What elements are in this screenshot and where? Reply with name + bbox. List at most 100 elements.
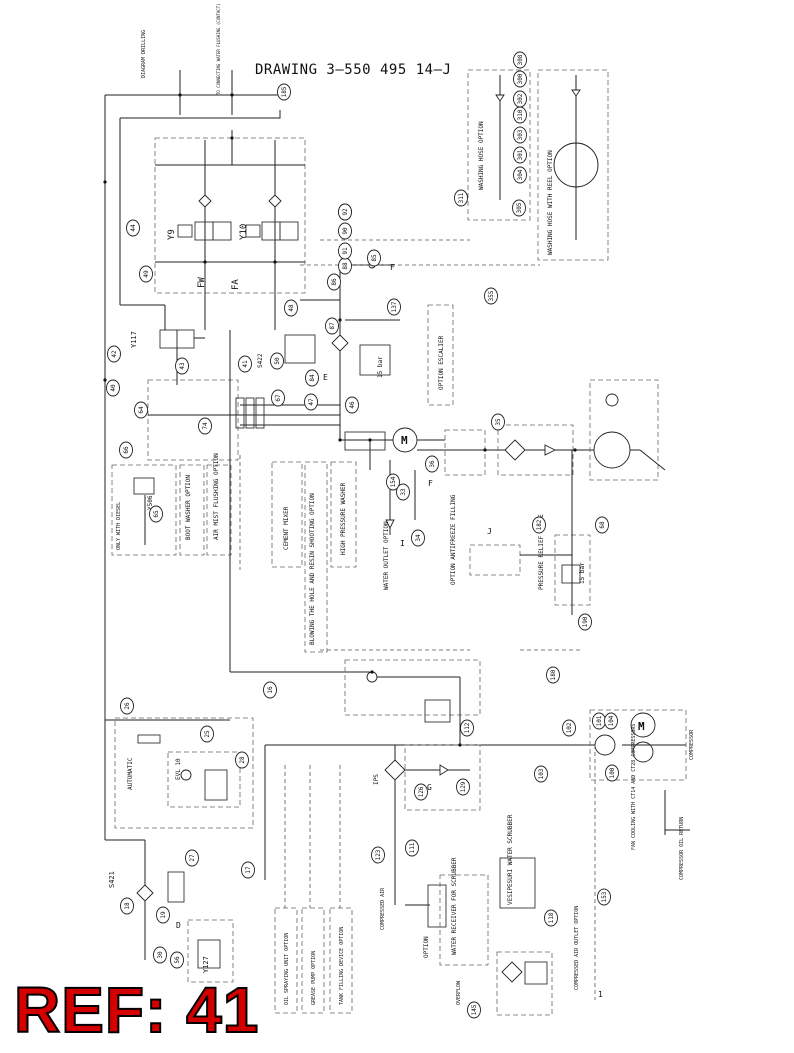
text-vesipesuri: VESIPESURI WATER SCRUBBER	[507, 814, 514, 905]
callout-circle	[534, 765, 548, 783]
callout-number: 48	[288, 304, 295, 312]
callout-number: 25	[204, 730, 211, 738]
callout-circle	[460, 719, 474, 737]
callout-circle	[411, 529, 425, 547]
label-f-mid: F	[428, 479, 433, 488]
callout-circle	[454, 189, 468, 207]
callout-number: 123	[375, 849, 382, 860]
label-ips: IPS	[373, 774, 380, 785]
callout-circle	[338, 222, 352, 240]
callout-number: 17	[245, 866, 252, 874]
callout-circle	[170, 951, 184, 969]
text-option-low: OPTION	[423, 936, 430, 958]
callout-circle	[405, 839, 419, 857]
callout-number: 137	[391, 301, 398, 312]
callout-number: 74	[202, 422, 209, 430]
label-g-upper: G	[427, 783, 432, 792]
label-y117: Y117	[130, 331, 138, 348]
callout-number: 42	[111, 350, 118, 358]
callout-number: 154	[390, 476, 397, 487]
callout-number: 27	[189, 854, 196, 862]
top-supply-lines	[103, 70, 281, 720]
callout-number: 182	[536, 519, 543, 530]
callout-circle	[371, 846, 385, 864]
text-drilling: DIAGRAM DRILLING	[141, 30, 147, 78]
valve-block-y9-y10	[154, 130, 306, 330]
callout-number: 153	[601, 891, 608, 902]
label-y9: Y9	[167, 229, 177, 240]
callout-number: 180	[550, 669, 557, 680]
callout-number: 50	[274, 357, 281, 365]
callout-circle	[338, 242, 352, 260]
callout-circle	[277, 83, 291, 101]
callout-number: 100	[609, 767, 616, 778]
callout-number: 118	[548, 912, 555, 923]
callout-circle	[562, 719, 576, 737]
water-outlet-group	[385, 450, 591, 615]
callout-circle	[345, 396, 359, 414]
label-s421: S421	[108, 871, 116, 888]
callout-number: 41	[242, 360, 249, 368]
callout-circle	[605, 764, 619, 782]
label-15bar-a: 15 bar	[377, 356, 384, 378]
callout-number: 87	[329, 322, 336, 330]
callout-number: 300	[517, 73, 524, 84]
label-fw: FW	[197, 277, 207, 288]
ref-label: REF: 41	[13, 974, 260, 1046]
callout-circle	[414, 783, 428, 801]
callout-circle	[513, 51, 527, 69]
callout-number: 49	[143, 270, 150, 278]
callout-circle	[367, 249, 381, 267]
callout-number: 185	[281, 86, 288, 97]
callout-circle	[107, 345, 121, 363]
callout-circle	[120, 697, 134, 715]
callout-bubbles: 1854449484241404374646665674750848687858…	[106, 51, 619, 1019]
callout-number: 64	[138, 406, 145, 414]
label-s422: S422	[257, 353, 264, 368]
callout-circle	[604, 712, 618, 730]
callout-circle	[153, 946, 167, 964]
callout-circle	[578, 613, 592, 631]
text-automatic: AUTOMATIC	[127, 757, 134, 790]
callout-number: 84	[309, 374, 316, 382]
callout-circle	[175, 357, 189, 375]
text-washing-hose: WASHING HOSE OPTION	[478, 121, 485, 190]
text-washing-hose-reel: WASHING HOSE WITH REEL OPTION	[547, 150, 554, 255]
callout-circle	[327, 273, 341, 291]
callout-number: 145	[471, 1004, 478, 1015]
label-d: D	[176, 921, 181, 930]
callout-number: 310	[517, 109, 524, 120]
callout-number: 28	[239, 756, 246, 764]
callout-circle	[238, 355, 252, 373]
callout-number: 355	[488, 290, 495, 301]
text-boot-washer: BOOT WASHER OPTION	[185, 475, 192, 540]
callout-number: 112	[464, 722, 471, 733]
label-y506: Y506	[147, 495, 154, 510]
right-main-line	[417, 379, 666, 481]
text-only-with-diesel: ONLY WITH DIESEL	[116, 502, 122, 550]
callout-circle	[546, 666, 560, 684]
label-m1: M	[401, 434, 408, 447]
filter-ips-group	[384, 744, 553, 1016]
callout-number: 92	[342, 208, 349, 216]
text-antifreeze: OPTION ANTIFREEZE FILLING	[450, 494, 457, 585]
callout-circle	[544, 909, 558, 927]
text-grease-pump: GREASE PUMP OPTION	[311, 951, 317, 1005]
callout-number: 43	[179, 362, 186, 370]
callout-number: 44	[130, 224, 137, 232]
callout-number: 34	[415, 534, 422, 542]
callout-circle	[338, 203, 352, 221]
callout-number: 46	[349, 401, 356, 409]
callout-number: 301	[517, 149, 524, 160]
callout-number: 126	[418, 786, 425, 797]
text-high-pressure-washer: HIGH PRESSURE WASHER	[340, 482, 347, 555]
label-fa: FA	[231, 279, 241, 290]
callout-number: 304	[517, 169, 524, 180]
callout-number: 35	[495, 418, 502, 426]
label-m2: M	[638, 720, 645, 733]
callout-number: 308	[517, 54, 524, 65]
callout-number: 305	[516, 202, 523, 213]
callout-circle	[512, 199, 526, 217]
callout-number: 33	[400, 488, 407, 496]
callout-circle	[387, 298, 401, 316]
